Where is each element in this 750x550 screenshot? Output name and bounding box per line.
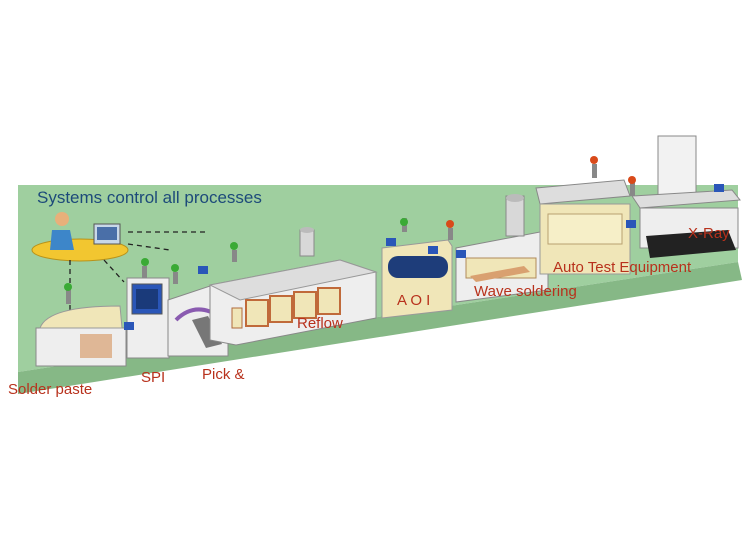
solder-paste-machine bbox=[35, 283, 127, 367]
label-aoi: A O I bbox=[397, 292, 431, 309]
x-ray-machine bbox=[628, 135, 741, 258]
label-solder-paste: Solder paste bbox=[8, 381, 93, 398]
label-reflow: Reflow bbox=[297, 315, 343, 332]
floor-front bbox=[18, 262, 742, 394]
monitor-icon bbox=[456, 250, 466, 258]
aoi-machine bbox=[381, 218, 453, 319]
operator-workstation bbox=[31, 212, 129, 262]
control-lines bbox=[69, 231, 205, 312]
monitor-icon bbox=[626, 220, 636, 228]
label-pick-place: Pick & bbox=[202, 366, 245, 383]
operator-head bbox=[55, 212, 69, 226]
label-spi: SPI bbox=[141, 369, 166, 386]
auto-test-equipment bbox=[535, 156, 636, 275]
spi-machine bbox=[124, 258, 170, 359]
beacon-green bbox=[64, 283, 72, 291]
monitor-icon bbox=[714, 184, 724, 192]
monitor-icon bbox=[386, 238, 396, 246]
diagram-title: Systems control all processes bbox=[37, 188, 262, 207]
monitor-icon bbox=[124, 322, 134, 330]
label-x-ray: X-Ray bbox=[688, 225, 730, 242]
label-wave-soldering: Wave soldering bbox=[474, 283, 577, 300]
monitor-icon bbox=[198, 266, 208, 274]
monitor-icon bbox=[428, 246, 438, 254]
wave-soldering-machine bbox=[446, 194, 549, 303]
operator-body bbox=[50, 230, 74, 250]
label-auto-test-equipment: Auto Test Equipment bbox=[553, 259, 692, 276]
reflow-oven bbox=[208, 227, 378, 346]
